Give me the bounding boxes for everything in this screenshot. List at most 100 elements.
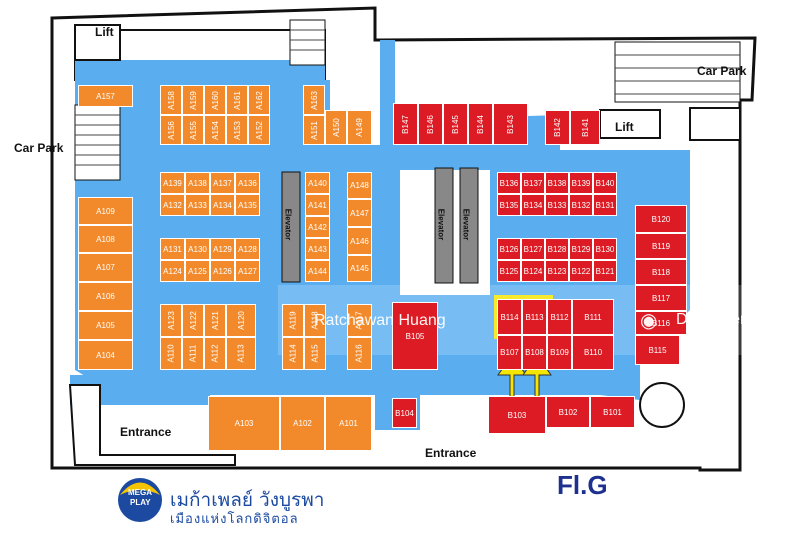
unit-b147[interactable]: B147 <box>393 103 418 145</box>
unit-a117[interactable]: A117 <box>347 304 372 337</box>
unit-a112[interactable]: A112 <box>204 337 226 370</box>
unit-a105[interactable]: A105 <box>78 311 133 340</box>
unit-a150[interactable]: A150 <box>325 110 347 145</box>
unit-a136[interactable]: A136 <box>235 172 260 194</box>
unit-b138[interactable]: B138 <box>545 172 569 194</box>
unit-b143[interactable]: B143 <box>493 103 528 145</box>
unit-b110[interactable]: B110 <box>572 335 614 370</box>
unit-a119[interactable]: A119 <box>282 304 304 337</box>
unit-a124[interactable]: A124 <box>160 260 185 282</box>
unit-b120[interactable]: B120 <box>635 205 687 233</box>
unit-b130[interactable]: B130 <box>593 238 617 260</box>
unit-b113[interactable]: B113 <box>522 299 547 335</box>
unit-b133[interactable]: B133 <box>545 194 569 216</box>
unit-b142[interactable]: B142 <box>545 110 570 145</box>
unit-b123[interactable]: B123 <box>545 260 569 282</box>
unit-b139[interactable]: B139 <box>569 172 593 194</box>
unit-a138[interactable]: A138 <box>185 172 210 194</box>
unit-a103[interactable]: A103 <box>208 396 280 451</box>
unit-b134[interactable]: B134 <box>521 194 545 216</box>
unit-b115[interactable]: B115 <box>635 335 680 365</box>
unit-b126[interactable]: B126 <box>497 238 521 260</box>
unit-a144[interactable]: A144 <box>305 260 330 282</box>
unit-b111[interactable]: B111 <box>572 299 614 335</box>
unit-a126[interactable]: A126 <box>210 260 235 282</box>
unit-a127[interactable]: A127 <box>235 260 260 282</box>
unit-a149[interactable]: A149 <box>347 110 372 145</box>
unit-b141[interactable]: B141 <box>570 110 600 145</box>
unit-a111[interactable]: A111 <box>182 337 204 370</box>
unit-b103[interactable]: B103 <box>488 396 546 434</box>
unit-a120[interactable]: A120 <box>226 304 256 337</box>
unit-b102[interactable]: B102 <box>546 396 590 428</box>
unit-a145[interactable]: A145 <box>347 255 372 282</box>
unit-a147[interactable]: A147 <box>347 199 372 227</box>
unit-b122[interactable]: B122 <box>569 260 593 282</box>
unit-b104[interactable]: B104 <box>392 398 417 428</box>
unit-a109[interactable]: A109 <box>78 197 133 225</box>
unit-b116[interactable]: B116 <box>635 311 687 335</box>
unit-a161[interactable]: A161 <box>226 85 248 115</box>
unit-b114[interactable]: B114 <box>497 299 522 335</box>
unit-b105[interactable]: B105 <box>392 302 438 370</box>
unit-a123[interactable]: A123 <box>160 304 182 337</box>
unit-a152[interactable]: A152 <box>248 115 270 145</box>
unit-a155[interactable]: A155 <box>182 115 204 145</box>
unit-a157[interactable]: A157 <box>78 85 133 107</box>
unit-b137[interactable]: B137 <box>521 172 545 194</box>
unit-a139[interactable]: A139 <box>160 172 185 194</box>
unit-b144[interactable]: B144 <box>468 103 493 145</box>
unit-a116[interactable]: A116 <box>347 337 372 370</box>
unit-a132[interactable]: A132 <box>160 194 185 216</box>
unit-a159[interactable]: A159 <box>182 85 204 115</box>
unit-b128[interactable]: B128 <box>545 238 569 260</box>
unit-a125[interactable]: A125 <box>185 260 210 282</box>
unit-a113[interactable]: A113 <box>226 337 256 370</box>
unit-b101[interactable]: B101 <box>590 396 635 428</box>
unit-b145[interactable]: B145 <box>443 103 468 145</box>
unit-b107[interactable]: B107 <box>497 335 522 370</box>
unit-a158[interactable]: A158 <box>160 85 182 115</box>
unit-a143[interactable]: A143 <box>305 238 330 260</box>
unit-a101[interactable]: A101 <box>325 396 372 451</box>
unit-a134[interactable]: A134 <box>210 194 235 216</box>
unit-a108[interactable]: A108 <box>78 225 133 253</box>
unit-a156[interactable]: A156 <box>160 115 182 145</box>
unit-b108[interactable]: B108 <box>522 335 547 370</box>
unit-b146[interactable]: B146 <box>418 103 443 145</box>
unit-a130[interactable]: A130 <box>185 238 210 260</box>
unit-b117[interactable]: B117 <box>635 285 687 311</box>
unit-a135[interactable]: A135 <box>235 194 260 216</box>
unit-b109[interactable]: B109 <box>547 335 572 370</box>
unit-a131[interactable]: A131 <box>160 238 185 260</box>
unit-a162[interactable]: A162 <box>248 85 270 115</box>
unit-a146[interactable]: A146 <box>347 227 372 255</box>
unit-a102[interactable]: A102 <box>280 396 325 451</box>
unit-a107[interactable]: A107 <box>78 253 133 282</box>
unit-a128[interactable]: A128 <box>235 238 260 260</box>
unit-a104[interactable]: A104 <box>78 340 133 370</box>
unit-a163[interactable]: A163 <box>303 85 325 115</box>
unit-b118[interactable]: B118 <box>635 259 687 285</box>
unit-a160[interactable]: A160 <box>204 85 226 115</box>
unit-a154[interactable]: A154 <box>204 115 226 145</box>
unit-b119[interactable]: B119 <box>635 233 687 259</box>
unit-b121[interactable]: B121 <box>593 260 617 282</box>
unit-b125[interactable]: B125 <box>497 260 521 282</box>
unit-b135[interactable]: B135 <box>497 194 521 216</box>
unit-a122[interactable]: A122 <box>182 304 204 337</box>
unit-a114[interactable]: A114 <box>282 337 304 370</box>
unit-a148[interactable]: A148 <box>347 172 372 199</box>
unit-a142[interactable]: A142 <box>305 216 330 238</box>
unit-b112[interactable]: B112 <box>547 299 572 335</box>
unit-b127[interactable]: B127 <box>521 238 545 260</box>
unit-a137[interactable]: A137 <box>210 172 235 194</box>
unit-b136[interactable]: B136 <box>497 172 521 194</box>
unit-a121[interactable]: A121 <box>204 304 226 337</box>
unit-a115[interactable]: A115 <box>304 337 326 370</box>
unit-b140[interactable]: B140 <box>593 172 617 194</box>
unit-a141[interactable]: A141 <box>305 194 330 216</box>
unit-a151[interactable]: A151 <box>303 115 325 145</box>
unit-a129[interactable]: A129 <box>210 238 235 260</box>
unit-a133[interactable]: A133 <box>185 194 210 216</box>
